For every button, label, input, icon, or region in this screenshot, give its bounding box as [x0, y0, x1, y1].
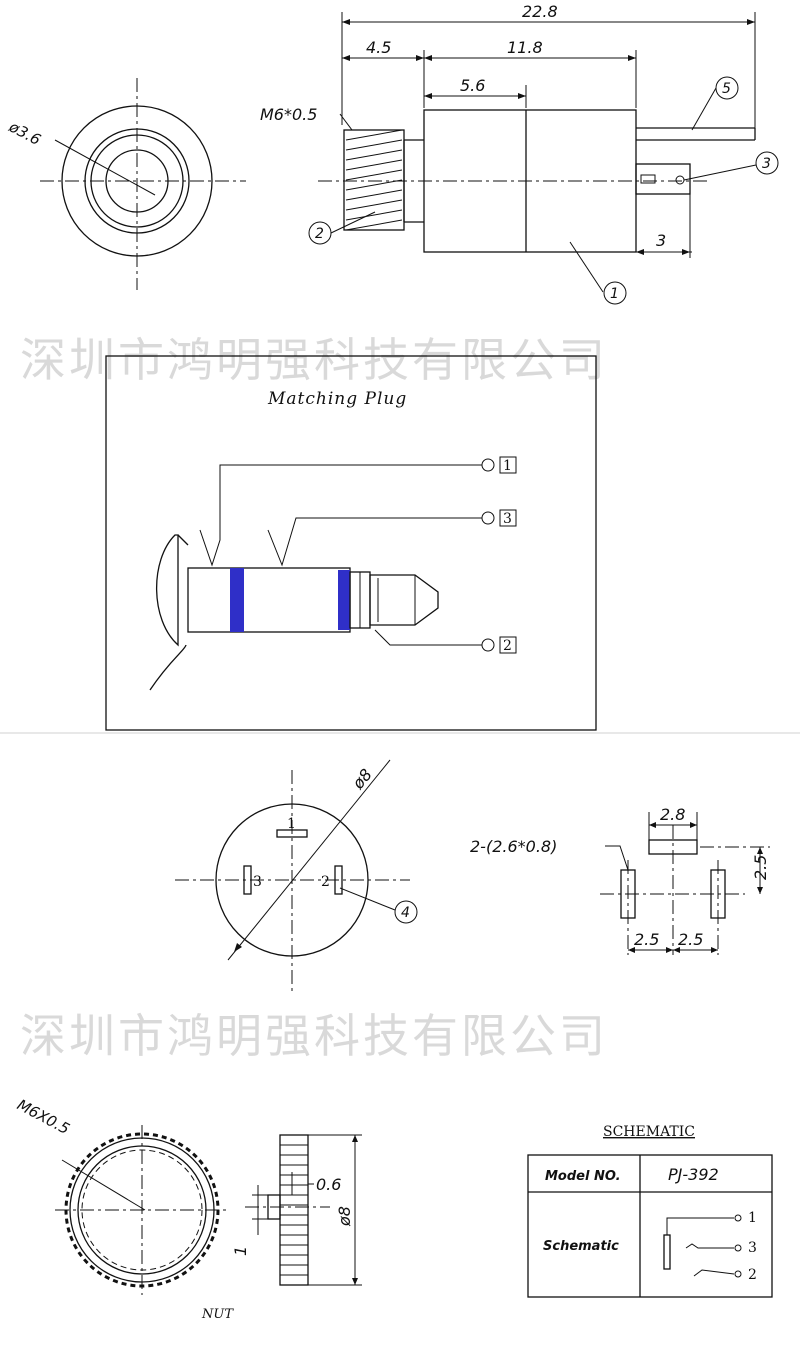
svg-text:5: 5 [722, 81, 731, 97]
schematic-pin-1: 1 [748, 1210, 757, 1226]
slot-spec-label: 2-(2.6*0.8) [470, 837, 557, 856]
bottom-dia-label: ø8 [348, 765, 376, 793]
bottom-pin-2: 2 [321, 874, 330, 890]
dim-slot-right: 2.5 [751, 855, 770, 880]
callout-1: 1 [569, 241, 627, 305]
svg-text:2: 2 [315, 226, 324, 242]
dim-slot-bottom-right: 2.5 [678, 930, 703, 949]
schematic-title: SCHEMATIC [603, 1124, 695, 1140]
dim-slot-bottom-left: 2.5 [634, 930, 659, 949]
plug-pin-3: 3 [503, 511, 512, 527]
watermark-top: 深圳市鸿明强科技有限公司 [20, 333, 608, 387]
matching-plug-panel: Matching Plug 1 3 2 [105, 355, 597, 731]
nut-side-view: 0.6 ø8 1 NUT [201, 1134, 362, 1322]
front-view: ø3.6 [5, 78, 246, 290]
side-view: 22.8 4.5 11.8 5.6 3 [260, 2, 779, 305]
nut-thread-label: M6X0.5 [14, 1096, 72, 1138]
schematic-pin-3: 3 [748, 1240, 757, 1256]
nut-label: NUT [201, 1307, 234, 1322]
dim-overall: 22.8 [522, 2, 558, 21]
svg-text:1: 1 [610, 286, 619, 302]
dim-body-len: 11.8 [507, 38, 543, 57]
bottom-pin-1: 1 [287, 816, 296, 832]
dim-half-len: 5.6 [460, 76, 485, 95]
dim-slot-top: 2.8 [660, 805, 685, 824]
model-no-value: PJ-392 [668, 1165, 719, 1184]
schematic-label: Schematic [543, 1239, 619, 1254]
schematic-table: SCHEMATIC Model NO. PJ-392 Schematic 1 3… [527, 1124, 773, 1298]
schematic-pin-2: 2 [748, 1267, 757, 1283]
pcb-footprint: 2-(2.6*0.8) 2.8 2.5 2.5 2.5 [470, 805, 770, 955]
callout-3: 3 [683, 151, 779, 181]
plug-pin-2: 2 [503, 638, 512, 654]
svg-text:3: 3 [762, 156, 771, 172]
nut-height-label: 1 [231, 1246, 250, 1256]
nut-top-view: M6X0.5 [14, 1096, 230, 1295]
bottom-pin-3: 3 [253, 874, 262, 890]
nut-dia-label: ø8 [335, 1206, 354, 1227]
callout-5: 5 [691, 76, 739, 131]
dim-thread-len: 4.5 [366, 38, 391, 57]
bottom-view: ø8 1 3 2 4 [175, 759, 418, 995]
dim-tab-len: 3 [656, 231, 666, 250]
hole-dia-label: ø3.6 [5, 117, 44, 149]
callout-2: 2 [308, 211, 376, 245]
model-no-label: Model NO. [545, 1169, 621, 1184]
matching-plug-title: Matching Plug [267, 389, 407, 409]
callout-4: 4 [401, 905, 410, 921]
thread-spec-label: M6*0.5 [260, 105, 317, 124]
nut-thickness-label: 0.6 [316, 1175, 341, 1194]
plug-pin-1: 1 [503, 458, 512, 474]
watermark-bottom: 深圳市鸿明强科技有限公司 [20, 1009, 608, 1063]
